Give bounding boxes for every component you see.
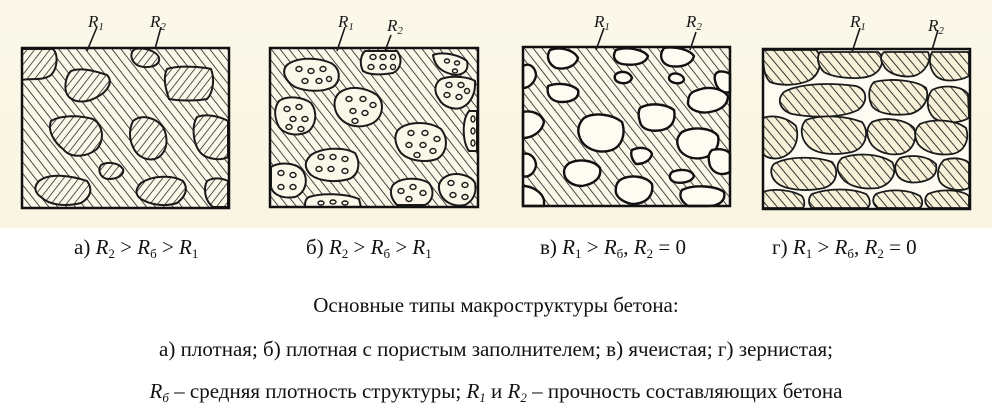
panel-c-cellular <box>521 27 732 208</box>
panel-a-caption: а) R2 > Rб > R1 <box>74 235 199 261</box>
r1-leader-line <box>86 26 98 52</box>
figure-legend-types: а) плотная; б) плотная с пористым заполн… <box>159 337 833 361</box>
r1-leader-line <box>595 27 605 51</box>
panel-c-structure-drawing <box>521 45 732 208</box>
panel-d-r2-label: R2 <box>928 16 944 37</box>
figure-legend-symbols: Rб – средняя плотность структуры; R1 и R… <box>149 379 843 405</box>
panel-d-r1-label: R1 <box>850 12 866 33</box>
r2-leader-line <box>384 34 392 52</box>
panel-c-r2-label: R2 <box>686 12 702 33</box>
panel-c-caption: в) R1 > Rб, R2 = 0 <box>540 235 686 261</box>
panel-b-dense-porous-aggregate <box>268 26 480 209</box>
panel-d-structure-drawing <box>761 47 972 211</box>
r2-leader-line <box>689 31 697 51</box>
panel-b-r1-label: R1 <box>338 12 354 33</box>
panel-b-r2-label: R2 <box>387 16 403 37</box>
panel-b-caption: б) R2 > Rб > R1 <box>306 235 432 261</box>
panel-d-caption: г) R1 > Rб, R2 = 0 <box>772 235 917 261</box>
panel-b-structure-drawing <box>268 46 480 209</box>
panel-a-structure-drawing <box>20 46 231 210</box>
panel-c-r1-label: R1 <box>594 12 610 33</box>
r2-leader-line <box>154 26 162 50</box>
r2-leader-line <box>931 29 939 51</box>
panel-d-granular <box>761 27 972 211</box>
figure-title: Основные типы макроструктуры бетона: <box>313 293 679 317</box>
r1-leader-line <box>851 27 861 53</box>
panel-a-r1-label: R1 <box>88 12 104 33</box>
panel-a-dense <box>20 26 231 210</box>
r1-leader-line <box>336 26 346 52</box>
panel-a-r2-label: R2 <box>150 12 166 33</box>
